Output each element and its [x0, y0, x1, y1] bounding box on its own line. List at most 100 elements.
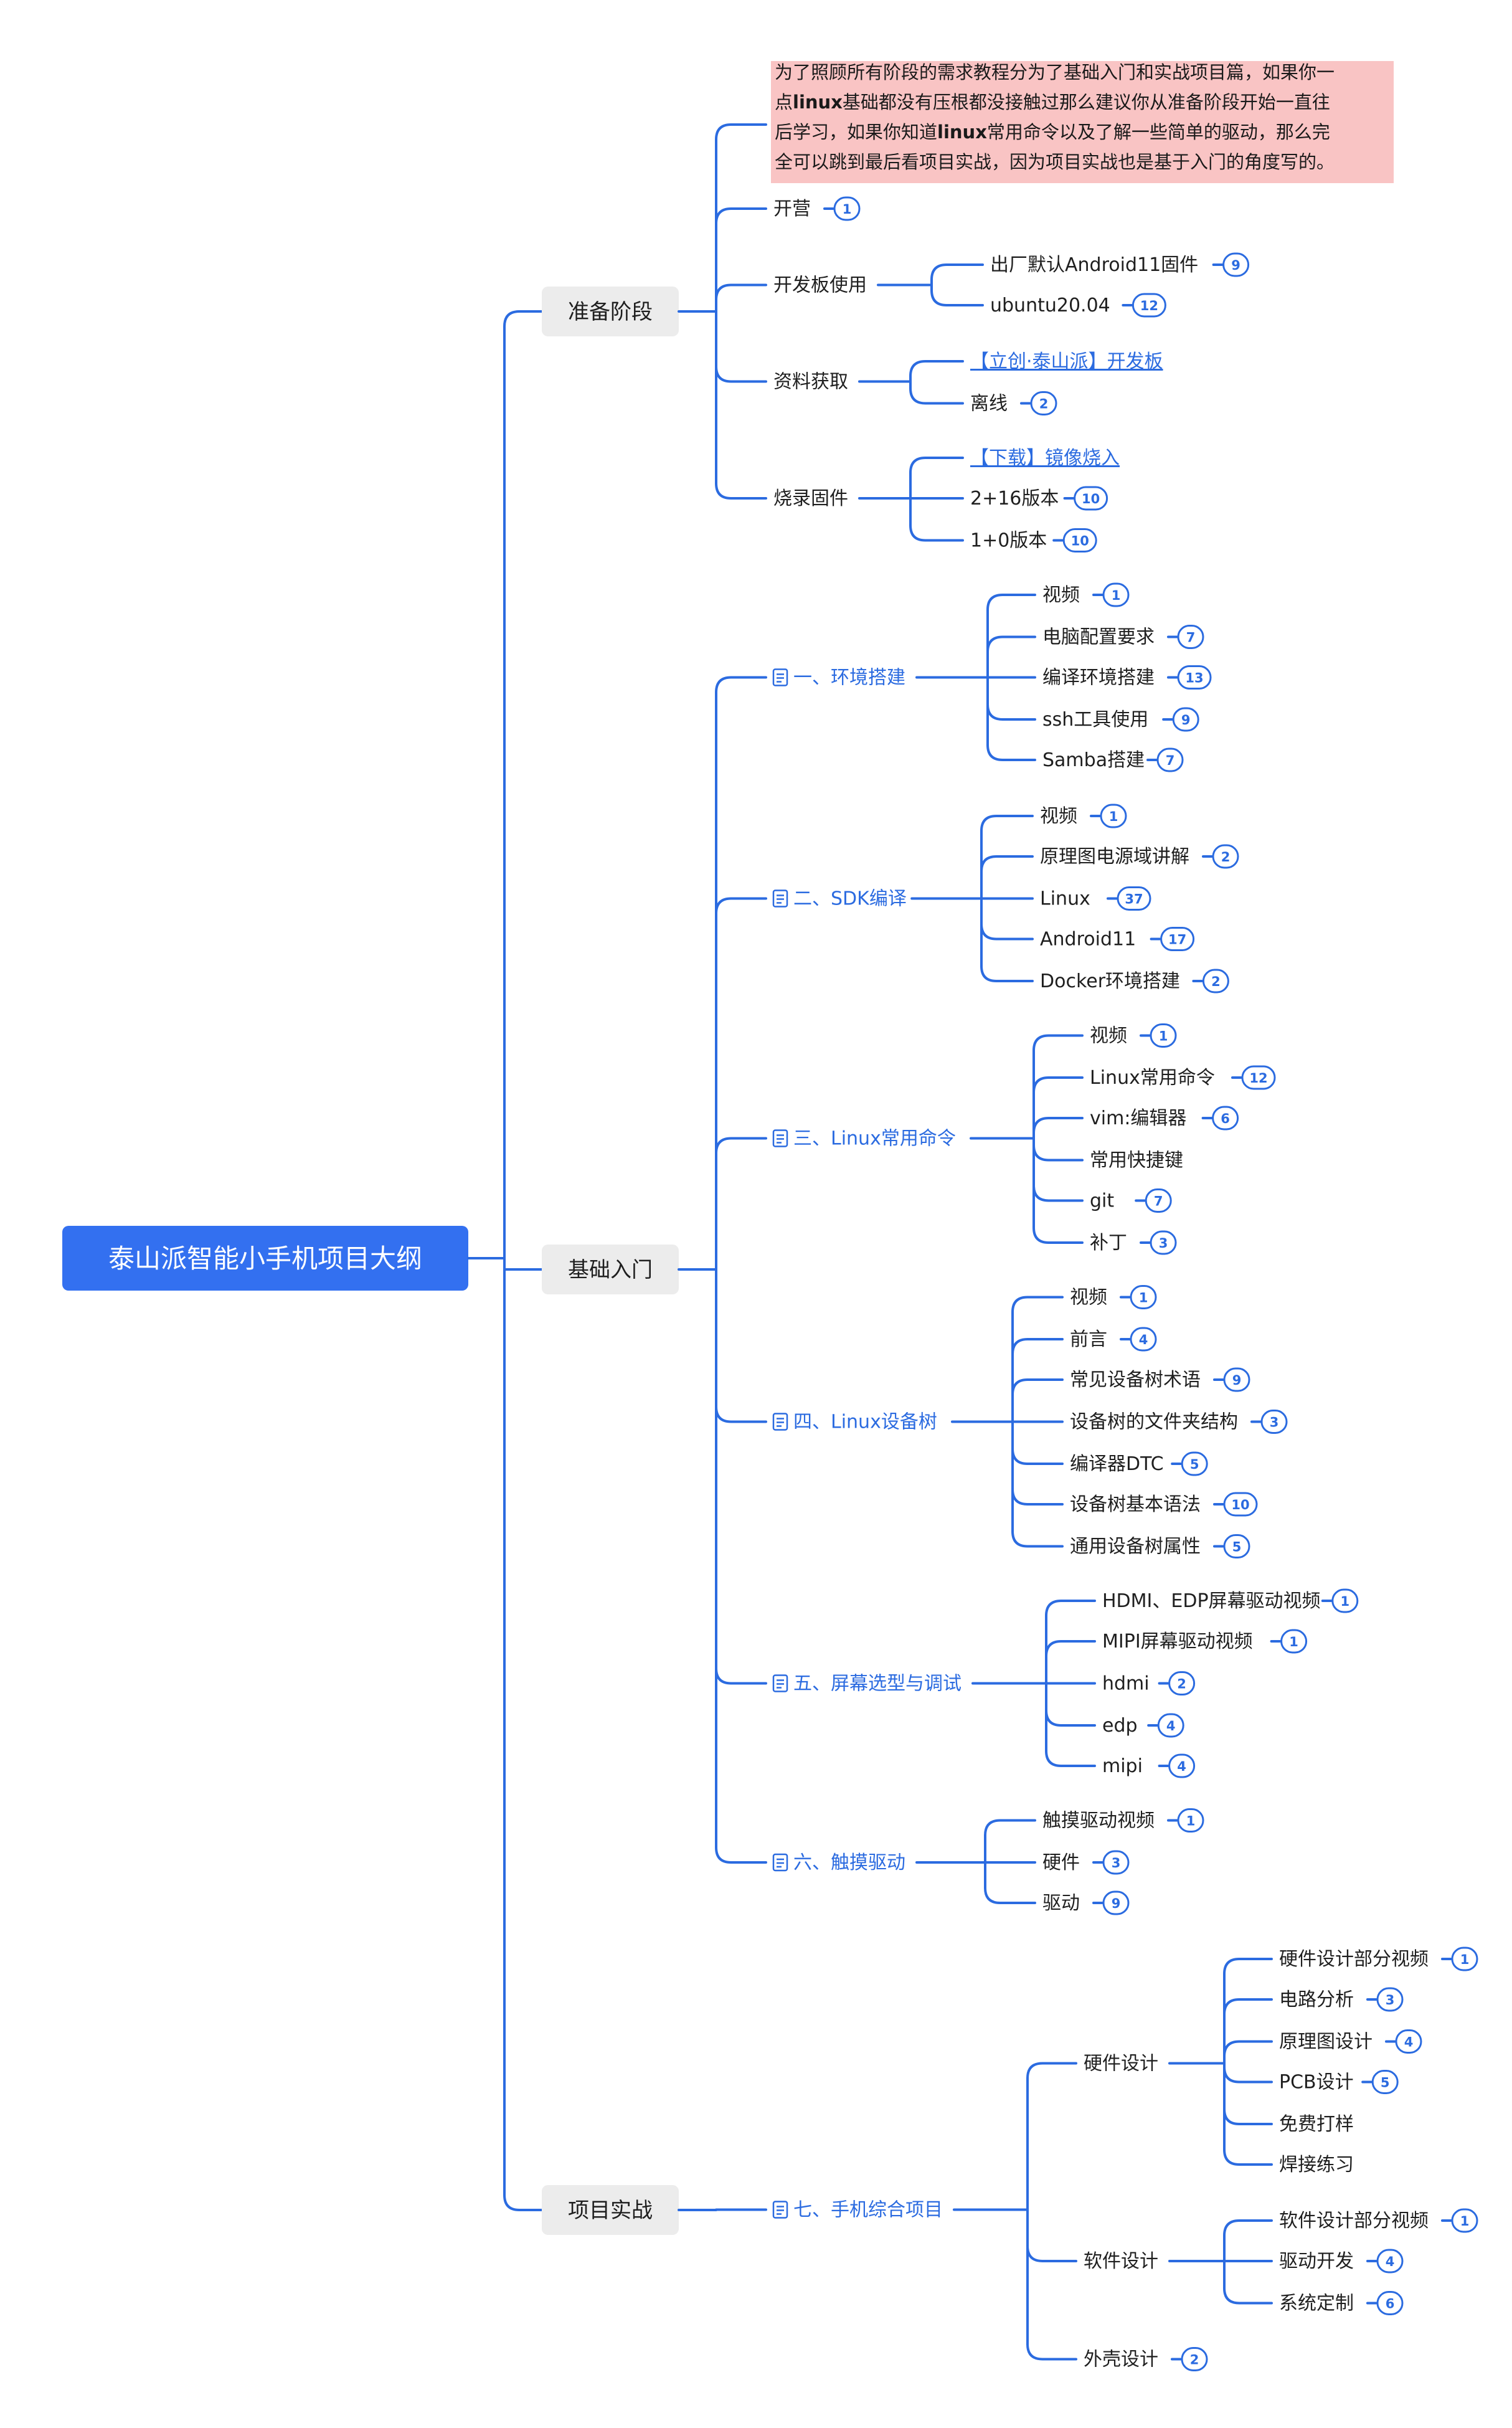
count-badge[interactable]: 4 [1385, 2029, 1422, 2054]
count-badge[interactable]: 9 [1213, 1367, 1250, 1392]
topic-node[interactable]: 电路分析 [1279, 1989, 1354, 2011]
count-badge[interactable]: 2 [1202, 844, 1239, 869]
topic-node[interactable]: 设备树基本语法 [1070, 1494, 1201, 1515]
chapter-node[interactable]: 二、SDK编译 [772, 888, 907, 910]
topic-node[interactable]: 硬件 [1042, 1852, 1080, 1874]
topic-node[interactable]: hdmi [1102, 1673, 1150, 1695]
topic-node[interactable]: 触摸驱动视频 [1042, 1810, 1155, 1832]
count-badge[interactable]: 1 [1140, 1023, 1177, 1048]
count-badge[interactable]: 13 [1167, 665, 1212, 690]
count-badge[interactable]: 6 [1201, 1106, 1239, 1131]
count-badge[interactable]: 2 [1192, 969, 1229, 993]
topic-node[interactable]: 常用快捷键 [1090, 1150, 1183, 1172]
topic-node[interactable]: 资料获取 [773, 371, 848, 393]
count-badge[interactable]: 7 [1146, 747, 1184, 772]
topic-node[interactable]: 烧录固件 [773, 488, 848, 510]
topic-node[interactable]: 软件设计 [1084, 2250, 1158, 2272]
count-badge[interactable]: 1 [1090, 804, 1127, 828]
topic-node[interactable]: 视频 [1070, 1287, 1107, 1309]
topic-node[interactable]: ubuntu20.04 [990, 295, 1110, 316]
count-badge[interactable]: 4 [1120, 1327, 1157, 1352]
topic-node[interactable]: 电脑配置要求 [1042, 627, 1155, 648]
count-badge[interactable]: 1 [1441, 2208, 1478, 2233]
chapter-node[interactable]: 三、Linux常用命令 [772, 1128, 956, 1150]
topic-node[interactable]: 视频 [1042, 584, 1080, 606]
chapter-node[interactable]: 五、屏幕选型与调试 [772, 1673, 962, 1695]
topic-node[interactable]: 视频 [1040, 805, 1077, 827]
count-badge[interactable]: 9 [1162, 707, 1199, 732]
count-badge[interactable]: 17 [1150, 927, 1195, 951]
topic-node[interactable]: 硬件设计部分视频 [1279, 1948, 1429, 1970]
topic-node[interactable]: mipi [1102, 1755, 1143, 1777]
topic-node[interactable]: PCB设计 [1279, 2072, 1354, 2094]
topic-node[interactable]: 开发板使用 [773, 275, 867, 296]
count-badge[interactable]: 9 [1092, 1890, 1130, 1915]
topic-node[interactable]: Linux常用命令 [1090, 1067, 1215, 1089]
topic-node[interactable]: edp [1102, 1715, 1138, 1737]
count-badge[interactable]: 4 [1366, 2249, 1404, 2274]
count-badge[interactable]: 1 [823, 196, 861, 221]
topic-node[interactable]: 设备树的文件夹结构 [1070, 1411, 1238, 1433]
count-badge[interactable]: 10 [1063, 486, 1108, 511]
topic-node[interactable]: Android11 [1040, 929, 1136, 951]
topic-node[interactable]: 免费打样 [1279, 2113, 1354, 2135]
chapter-node[interactable]: 一、环境搭建 [772, 667, 905, 689]
topic-node[interactable]: 出厂默认Android11固件 [990, 254, 1198, 276]
branch-node[interactable]: 基础入门 [542, 1245, 679, 1294]
topic-node[interactable]: 系统定制 [1279, 2293, 1354, 2315]
count-badge[interactable]: 6 [1366, 2291, 1404, 2315]
topic-node[interactable]: 通用设备树属性 [1070, 1536, 1201, 1558]
count-badge[interactable]: 12 [1231, 1065, 1276, 1090]
chapter-node[interactable]: 六、触摸驱动 [772, 1852, 905, 1874]
count-badge[interactable]: 5 [1361, 2070, 1399, 2094]
count-badge[interactable]: 1 [1270, 1629, 1308, 1654]
count-badge[interactable]: 4 [1147, 1713, 1184, 1738]
count-badge[interactable]: 3 [1092, 1850, 1130, 1875]
count-badge[interactable]: 5 [1213, 1534, 1250, 1558]
topic-node[interactable]: 焊接练习 [1279, 2154, 1354, 2176]
topic-node[interactable]: 原理图电源域讲解 [1040, 846, 1189, 868]
topic-node[interactable]: 驱动 [1042, 1892, 1080, 1914]
topic-node[interactable]: 视频 [1090, 1025, 1127, 1047]
topic-node[interactable]: 外壳设计 [1084, 2349, 1158, 2371]
count-badge[interactable]: 1 [1167, 1808, 1204, 1833]
count-badge[interactable]: 37 [1107, 886, 1151, 911]
link-node[interactable]: 【立创·泰山派】开发板 [970, 351, 1163, 372]
count-badge[interactable]: 2 [1171, 2347, 1208, 2371]
topic-node[interactable]: 硬件设计 [1084, 2053, 1158, 2075]
count-badge[interactable]: 5 [1171, 1451, 1208, 1476]
chapter-node[interactable]: 七、手机综合项目 [772, 2199, 943, 2221]
count-badge[interactable]: 10 [1213, 1492, 1258, 1517]
topic-node[interactable]: 编译器DTC [1070, 1453, 1164, 1475]
topic-node[interactable]: Docker环境搭建 [1040, 970, 1180, 992]
count-badge[interactable]: 1 [1321, 1588, 1359, 1613]
count-badge[interactable]: 4 [1158, 1753, 1196, 1778]
chapter-node[interactable]: 四、Linux设备树 [772, 1411, 937, 1433]
topic-node[interactable]: 常见设备树术语 [1070, 1369, 1201, 1391]
count-badge[interactable]: 9 [1212, 252, 1250, 277]
topic-node[interactable]: 前言 [1070, 1329, 1107, 1350]
count-badge[interactable]: 1 [1120, 1285, 1157, 1309]
topic-node[interactable]: MIPI屏幕驱动视频 [1102, 1631, 1253, 1653]
count-badge[interactable]: 2 [1020, 391, 1057, 415]
topic-node[interactable]: 编译环境搭建 [1042, 667, 1155, 689]
count-badge[interactable]: 1 [1441, 1947, 1478, 1971]
topic-node[interactable]: Linux [1040, 888, 1090, 910]
count-badge[interactable]: 3 [1366, 1987, 1404, 2012]
count-badge[interactable]: 2 [1158, 1671, 1196, 1695]
branch-node[interactable]: 准备阶段 [542, 287, 679, 336]
topic-node[interactable]: 1+0版本 [970, 530, 1047, 552]
branch-node[interactable]: 项目实战 [542, 2185, 679, 2235]
link-node[interactable]: 【下载】镜像烧入 [970, 447, 1120, 469]
count-badge[interactable]: 12 [1122, 293, 1166, 318]
topic-node[interactable]: Samba搭建 [1042, 749, 1145, 771]
topic-node[interactable]: git [1090, 1190, 1114, 1212]
root-node[interactable]: 泰山派智能小手机项目大纲 [62, 1226, 468, 1291]
topic-node[interactable]: 补丁 [1090, 1232, 1127, 1254]
topic-node[interactable]: 软件设计部分视频 [1279, 2210, 1429, 2232]
topic-node[interactable]: vim:编辑器 [1090, 1107, 1186, 1129]
count-badge[interactable]: 3 [1140, 1230, 1177, 1255]
topic-node[interactable]: HDMI、EDP屏幕驱动视频 [1102, 1590, 1321, 1612]
topic-node[interactable]: ssh工具使用 [1042, 709, 1148, 731]
topic-node[interactable]: 离线 [970, 393, 1008, 415]
